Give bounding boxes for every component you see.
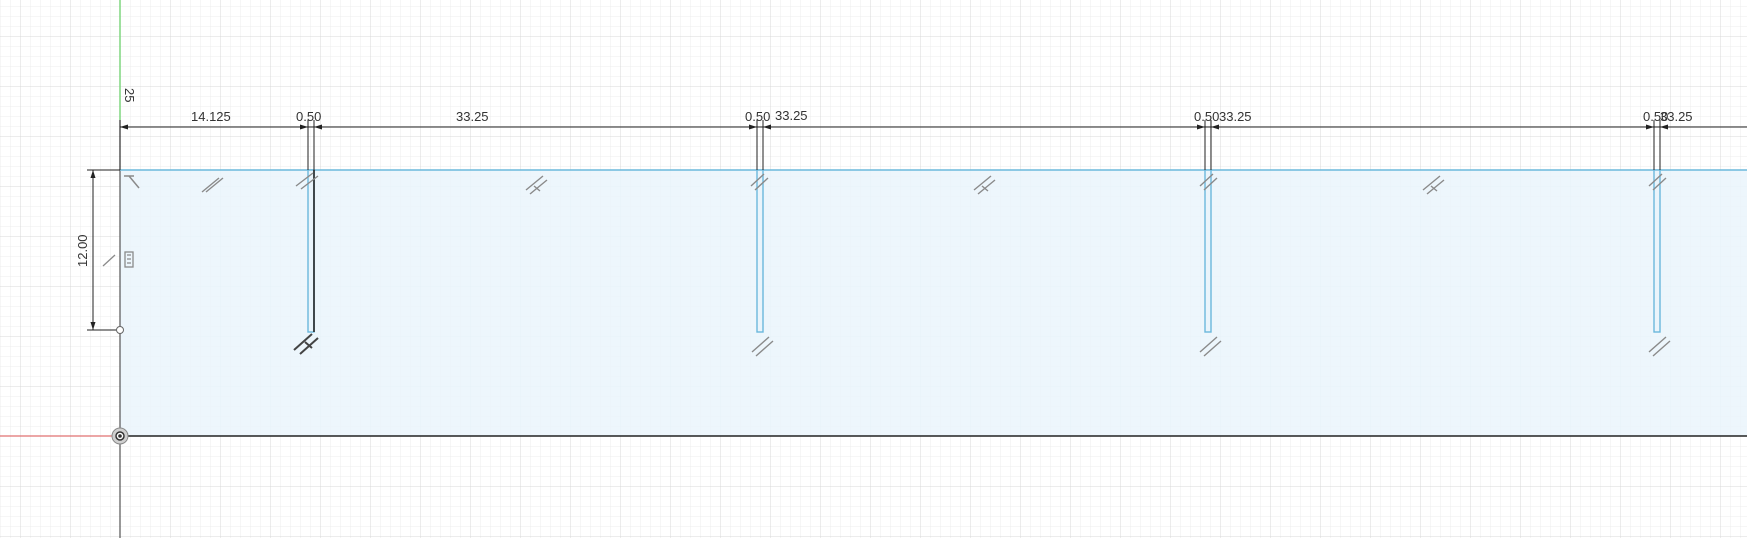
sketch-profile[interactable] bbox=[120, 170, 1747, 436]
dimension-arrows bbox=[120, 124, 1668, 130]
parallel-constraint-icon[interactable] bbox=[750, 173, 769, 191]
sketch-point[interactable] bbox=[116, 326, 124, 334]
parallel-constraint-icon[interactable] bbox=[295, 172, 319, 190]
slot-4[interactable] bbox=[1653, 169, 1661, 333]
dimension-33-25-d[interactable]: 33.25 bbox=[1660, 109, 1693, 124]
parallel-constraint-icon[interactable] bbox=[525, 175, 548, 195]
dimension-0-50-c[interactable]: 0.50 bbox=[1194, 109, 1219, 124]
parallel-constraint-icon[interactable] bbox=[973, 175, 996, 195]
dimension-vertical-top[interactable]: 25 bbox=[122, 88, 137, 102]
fix-constraint-icon[interactable] bbox=[102, 251, 134, 268]
dimension-12-00[interactable]: 12.00 bbox=[75, 234, 90, 267]
coincident-constraint-icon[interactable] bbox=[1199, 336, 1222, 357]
coincident-constraint-icon[interactable] bbox=[751, 336, 774, 357]
horizontal-constraint-icon[interactable] bbox=[124, 175, 140, 189]
parallel-constraint-icon[interactable] bbox=[201, 177, 224, 193]
dimension-0-50-a[interactable]: 0.50 bbox=[296, 109, 321, 124]
horizontal-dimension-chain bbox=[119, 120, 1747, 170]
dimension-14-125[interactable]: 14.125 bbox=[191, 109, 231, 124]
parallel-constraint-icon[interactable] bbox=[1199, 173, 1218, 191]
slot-3[interactable] bbox=[1204, 169, 1212, 333]
vertical-dimension bbox=[87, 169, 120, 331]
vertical-arrow-top bbox=[90, 170, 96, 178]
dimension-0-50-d[interactable]: 0.50 bbox=[1643, 109, 1668, 124]
dimension-0-50-b[interactable]: 0.50 bbox=[745, 109, 770, 124]
dimension-33-25-c[interactable]: 33.25 bbox=[1219, 109, 1252, 124]
dimension-33-25-b[interactable]: 33.25 bbox=[775, 108, 808, 123]
slot-1[interactable] bbox=[307, 169, 315, 333]
parallel-constraint-icon[interactable] bbox=[1422, 175, 1445, 195]
parallel-constraint-icon[interactable] bbox=[1648, 173, 1667, 191]
origin-point-icon[interactable] bbox=[111, 427, 129, 445]
vertical-arrow-bottom bbox=[90, 322, 96, 330]
coincident-constraint-icon[interactable] bbox=[1648, 336, 1671, 357]
slot-2[interactable] bbox=[756, 169, 764, 333]
dimension-33-25-a[interactable]: 33.25 bbox=[456, 109, 489, 124]
coincident-constraint-icon[interactable] bbox=[293, 333, 319, 355]
